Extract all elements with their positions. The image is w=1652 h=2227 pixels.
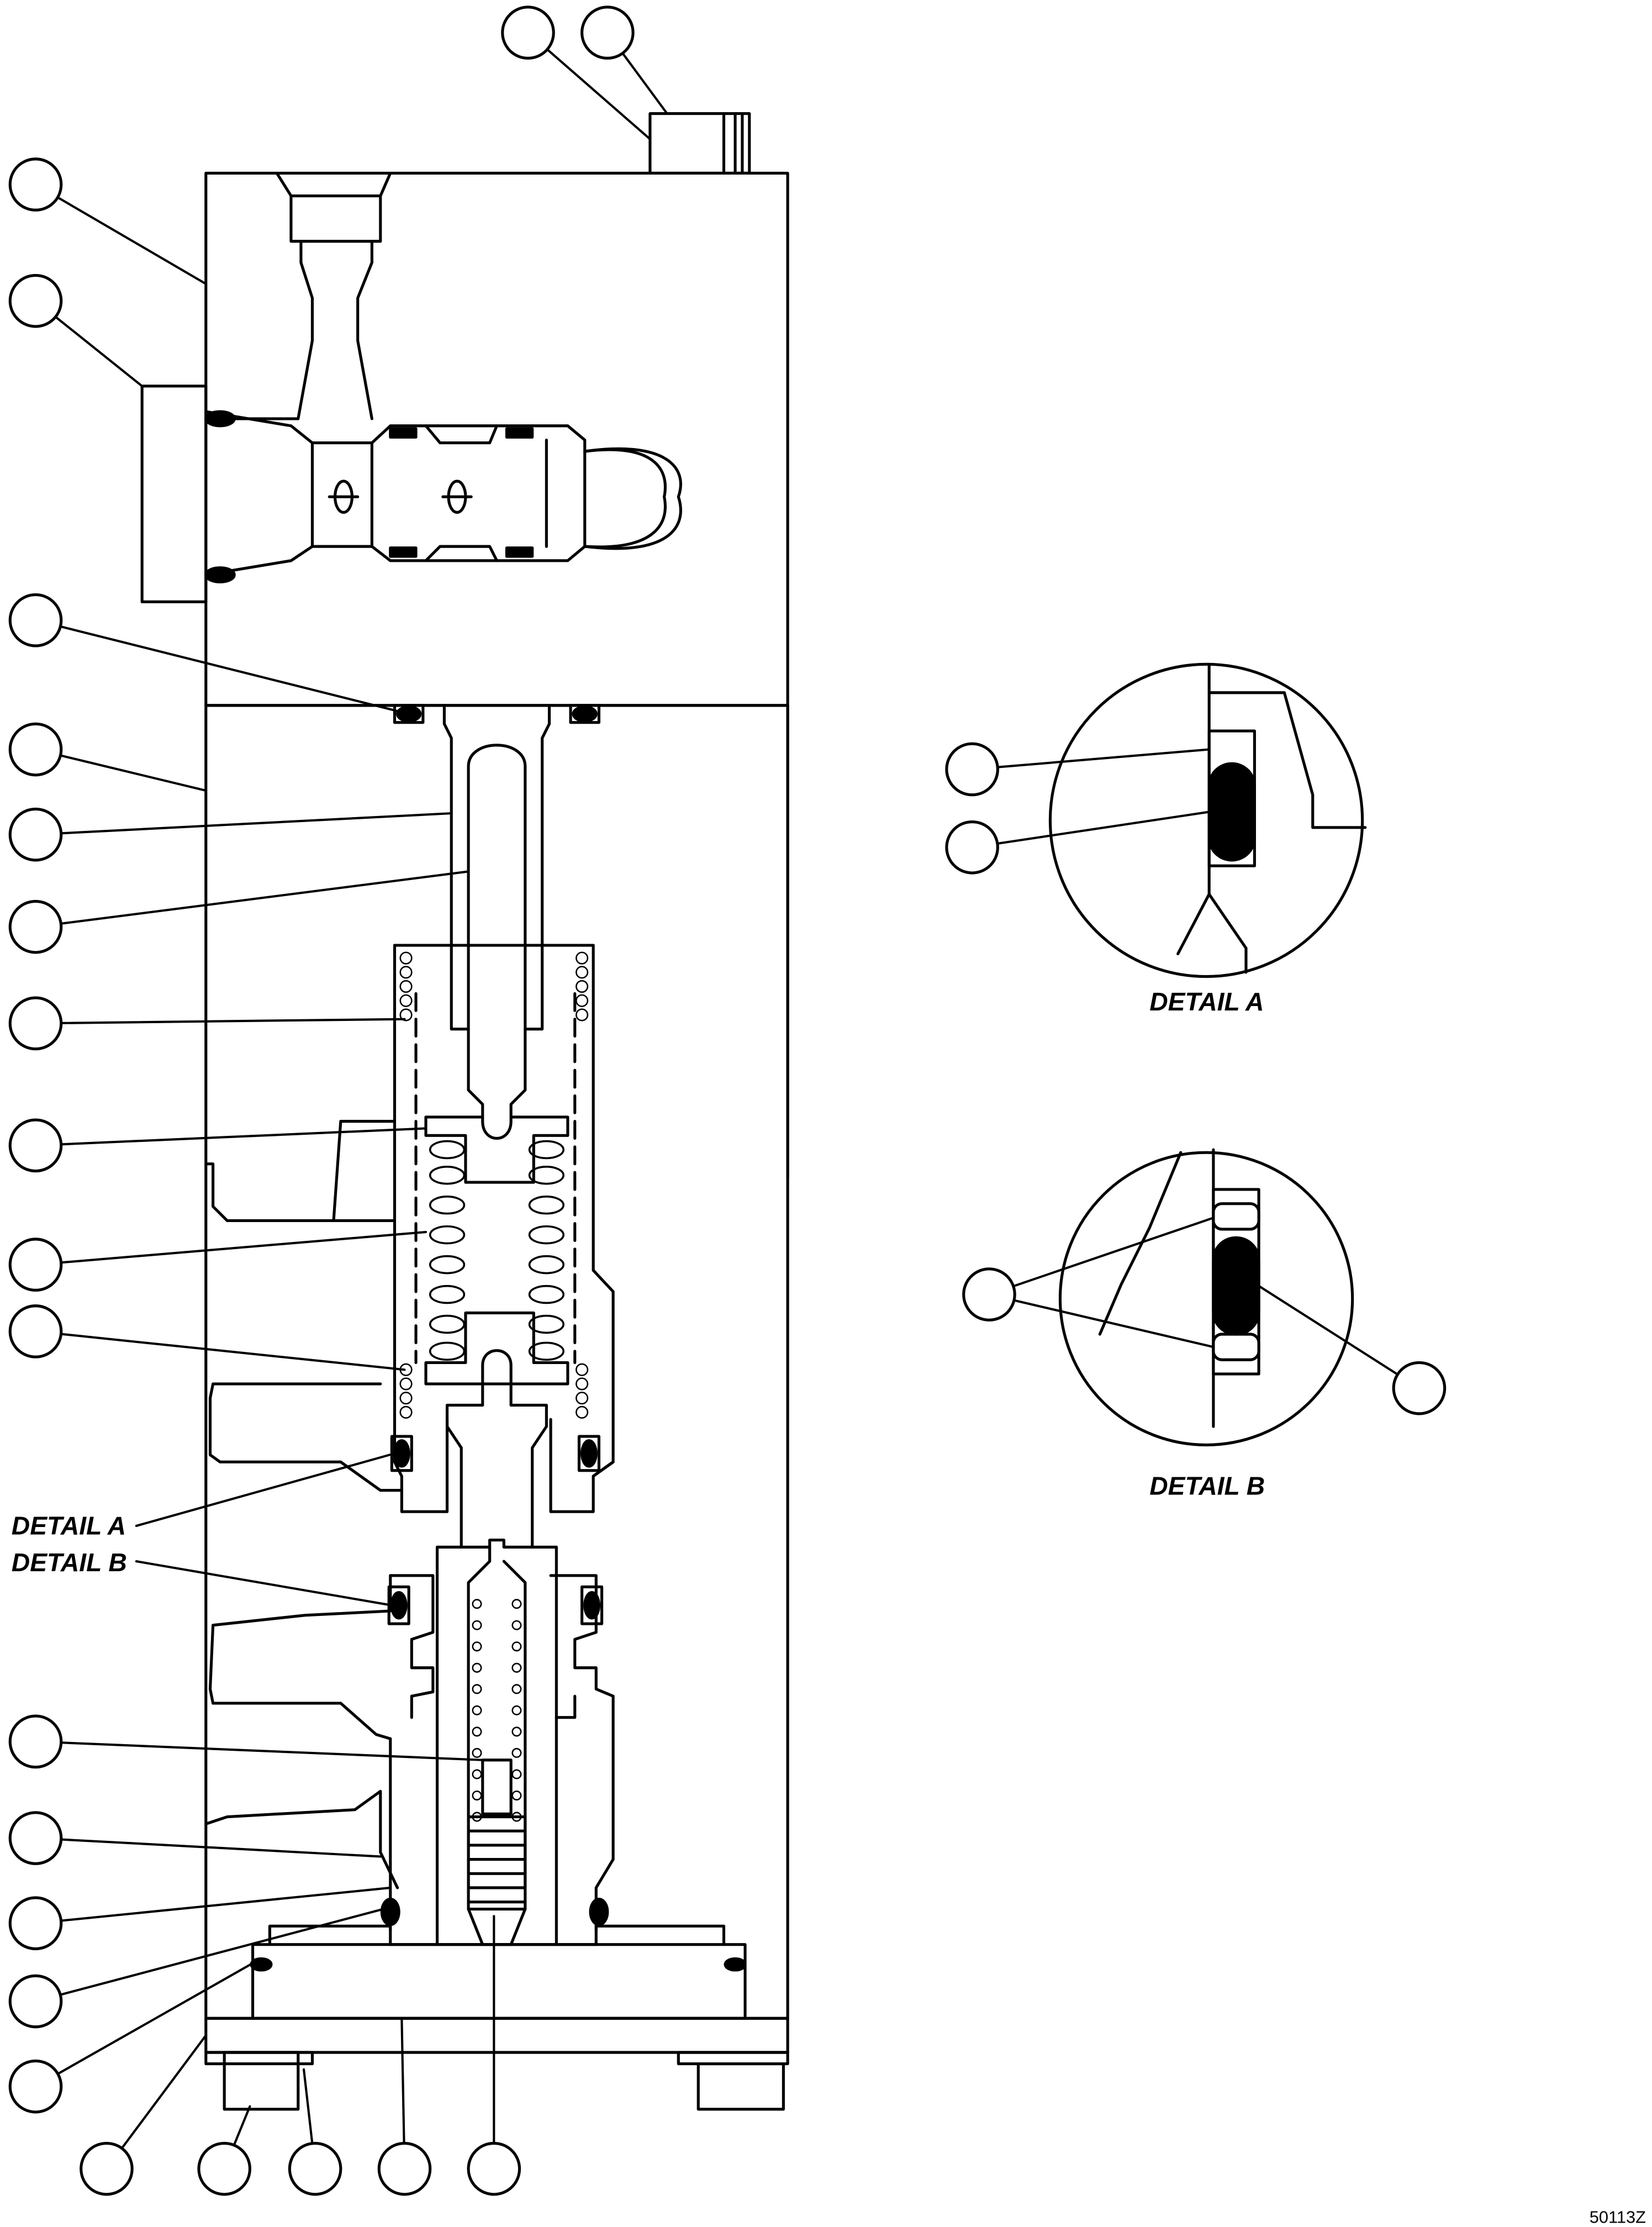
adjusting-screw (467, 1759, 527, 1946)
callout-circle (467, 2141, 521, 2196)
drawing-number: 50113Z (1590, 2207, 1646, 2226)
plunger-stem (442, 704, 551, 1140)
upper-coil-spring (399, 951, 589, 1419)
callout-circle (80, 2141, 134, 2196)
top-port (204, 171, 392, 420)
callout-circle (8, 807, 63, 862)
callout-circle (8, 1118, 63, 1173)
callout-circle (8, 273, 63, 328)
callout-circle (8, 1238, 63, 1292)
cartridge-spool (204, 410, 682, 577)
callout-circle (962, 1267, 1016, 1322)
callout-circle (501, 6, 555, 60)
right-sleeve-lower (549, 1460, 615, 1932)
main-spring (429, 1140, 565, 1361)
spring-retainer-upper (424, 1115, 569, 1184)
inner-spring (472, 1599, 522, 1822)
valve-body (204, 171, 789, 2020)
detail-a-view (1048, 662, 1367, 978)
callout-circle (8, 899, 63, 954)
callout-circle (377, 2141, 432, 2196)
port-middle-left (208, 1382, 403, 1492)
callout-circle (580, 6, 635, 60)
detail-a-callout-label: DETAIL A (12, 1511, 126, 1540)
callout-circle (8, 1304, 63, 1359)
spring-retainer-lower (424, 1311, 569, 1386)
callout-circle (8, 593, 63, 647)
port-upper-left (204, 1120, 397, 1223)
top-fitting (648, 112, 751, 175)
bottom-plate (204, 1924, 789, 2111)
callout-circle (288, 2141, 342, 2196)
callout-circle (945, 742, 999, 797)
side-cap (140, 385, 208, 603)
upper-o-rings (393, 704, 601, 724)
detail-a-title: DETAIL A (1149, 987, 1264, 1016)
callout-circles (8, 6, 1447, 2196)
callout-circle (8, 1811, 63, 1865)
callout-circle (8, 157, 63, 212)
callout-circle (8, 1896, 63, 1951)
callout-circle (8, 2059, 63, 2114)
detail-b-view (1058, 1148, 1354, 1446)
callout-circle (8, 1714, 63, 1769)
callout-circle (945, 820, 999, 875)
detail-b-callout-label: DETAIL B (12, 1548, 127, 1577)
port-bottom-left (204, 1789, 399, 1889)
callout-circle (1392, 1361, 1447, 1415)
leader-lines (34, 31, 1421, 2170)
spring-sleeve (393, 944, 615, 1513)
callout-circle (197, 2141, 251, 2196)
callout-circle (8, 1974, 63, 2029)
spool-seals (204, 410, 534, 583)
detail-b-title: DETAIL B (1149, 1471, 1265, 1500)
cross-section-o-rings (380, 1435, 609, 1926)
callout-circle (8, 996, 63, 1051)
callout-circle (8, 722, 63, 777)
